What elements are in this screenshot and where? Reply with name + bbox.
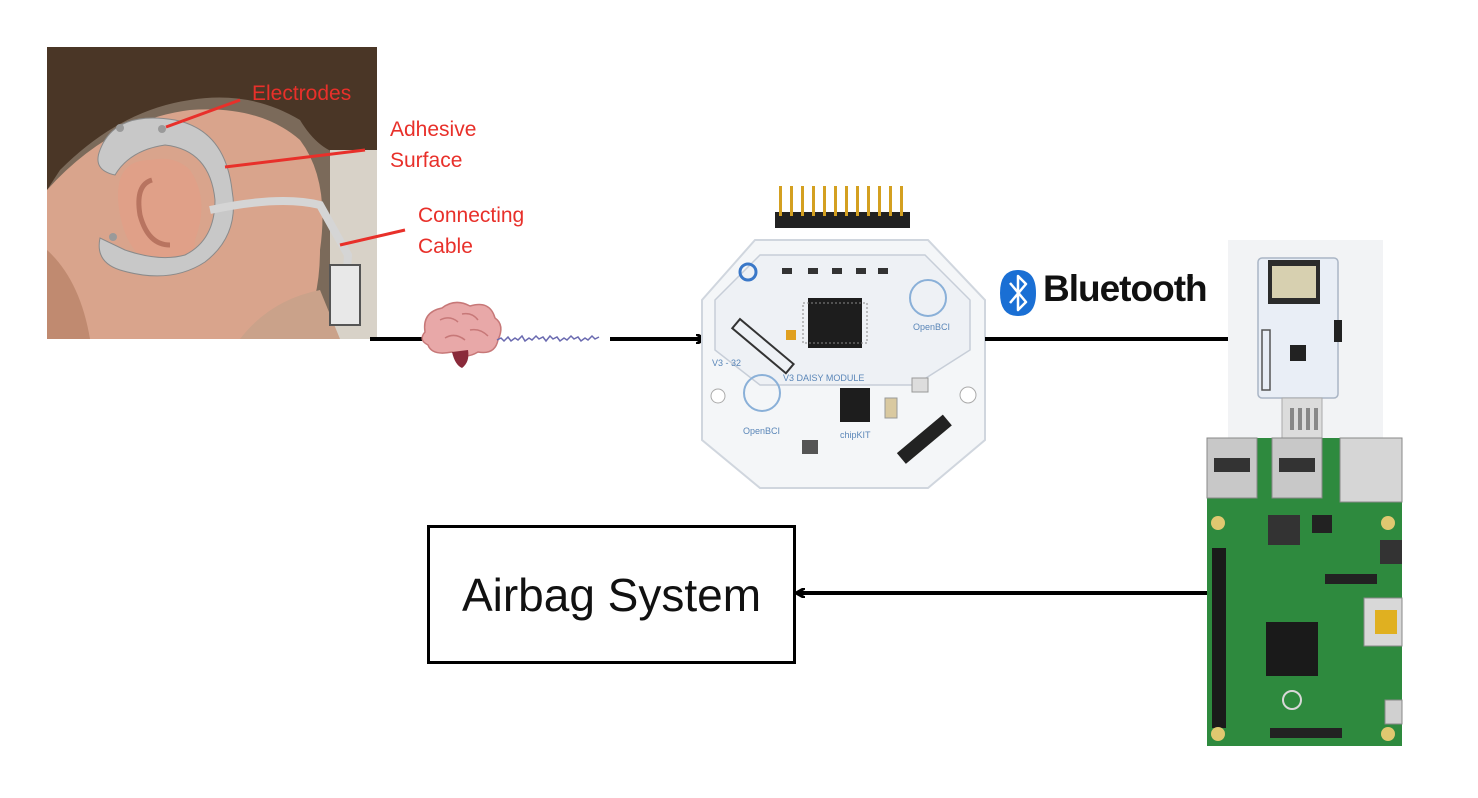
- bluetooth-registered-mark: ®: [1187, 274, 1193, 283]
- board-label-v3: V3 - 32: [712, 358, 741, 368]
- board-brand-top: OpenBCI: [913, 322, 950, 332]
- bluetooth-icon: [1000, 270, 1036, 316]
- openbci-board: V3 - 32 V3 DAISY MODULE OpenBCI OpenBCI …: [701, 186, 986, 489]
- label-electrodes: Electrodes: [252, 82, 352, 105]
- label-adhesive-line2: Surface: [390, 149, 463, 172]
- gear-icon: [738, 262, 758, 282]
- board-label-daisy: V3 DAISY MODULE: [783, 373, 864, 383]
- bluetooth-wordmark: Bluetooth: [1043, 268, 1208, 309]
- openbci-logo-icon: [909, 279, 947, 317]
- ear-electrode-photo: [47, 47, 406, 339]
- eeg-signal-wave: [496, 334, 600, 343]
- airbag-system-label: Airbag System: [461, 568, 762, 621]
- label-cable-line2: Cable: [418, 235, 473, 258]
- label-adhesive-line1: Adhesive: [390, 118, 477, 141]
- bluetooth-dongle: [1228, 240, 1383, 439]
- brain-icon: [421, 301, 502, 368]
- label-cable-line1: Connecting: [418, 204, 525, 227]
- board-brand-bottom: OpenBCI: [743, 426, 780, 436]
- openbci-logo-icon: [743, 374, 781, 412]
- airbag-system-box: Airbag System: [427, 525, 796, 664]
- raspberry-pi-board: [1206, 437, 1403, 746]
- board-chip-brand: chipKIT: [840, 430, 871, 440]
- raspberry-logo-icon: [1282, 690, 1302, 710]
